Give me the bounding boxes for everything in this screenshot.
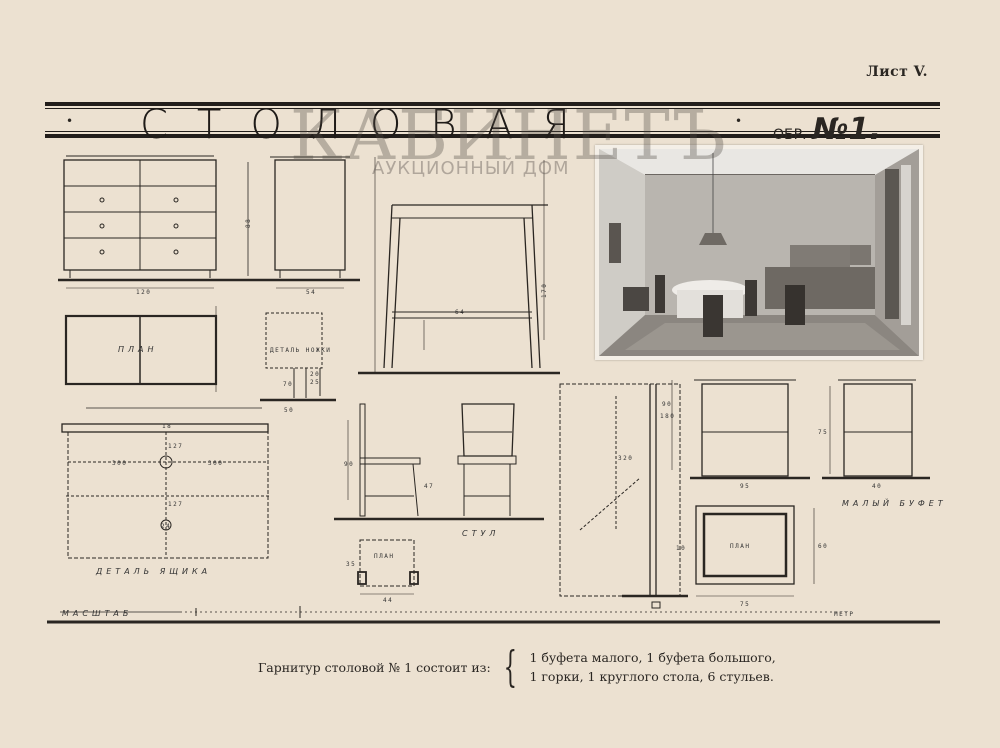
leg-detail: [260, 312, 336, 402]
dim-buffet-depth: 54: [306, 289, 316, 296]
dim-cabinet-width: 64: [455, 309, 465, 316]
watermark-sub: АУКЦИОННЫЙ ДОМ: [372, 158, 570, 179]
scale-label: МАСШТАБ: [62, 609, 132, 618]
title-row: • СТОЛОВАЯ • ОБР.№1.: [45, 102, 940, 148]
dim-tall-320: 320: [618, 455, 633, 462]
drawing-text: 120 88 54 170 64 ПЛАН ДЕТАЛЬ НОЖКИ 70 20…: [62, 218, 947, 618]
dim-small-40: 40: [872, 483, 882, 490]
buffet-front-elevation: [63, 155, 249, 278]
caption-brace: {: [503, 642, 517, 691]
watermark-main: КАБИНЕТЪ: [290, 97, 728, 176]
chair-plan: [357, 539, 419, 595]
title-dot-left: •: [66, 114, 74, 128]
dim-buffet-height: 88: [245, 218, 252, 228]
title-top-thin-rule: [45, 108, 940, 109]
caption-line-2: 1 горки, 1 круглого стола, 6 стульев.: [529, 669, 774, 684]
small-buffet-plan: [695, 505, 815, 597]
title-dot-right: •: [735, 114, 743, 128]
set-caption: Гарнитур столовой № 1 состоит из: { 1 бу…: [258, 646, 776, 688]
dim-drawer-18: 18: [162, 423, 172, 430]
title-bottom-rule: [45, 134, 940, 138]
title-top-rule: [45, 102, 940, 106]
dim-drawer-300a: 300: [112, 460, 127, 467]
dining-room-illustration: [599, 149, 919, 356]
dim-tall-90: 90: [662, 401, 672, 408]
drawer-detail: [61, 407, 270, 559]
dim-chair-90: 90: [344, 461, 354, 468]
small-buffet-side: [822, 379, 930, 480]
title-bottom-thin-rule: [45, 131, 940, 132]
drawer-detail-label: ДЕТАЛЬ ЯЩИКА: [95, 567, 211, 576]
dim-drawer-300b: 300: [208, 460, 223, 467]
chair-side-elevation: [347, 403, 421, 517]
buffet-plan-label: ПЛАН: [118, 345, 158, 354]
leg-detail-label: ДЕТАЛЬ НОЖКИ: [270, 347, 331, 354]
variant-label: ОБР.№1.: [773, 112, 881, 147]
scale-unit: МЕТР: [834, 611, 854, 618]
sheet-label: Лист V.: [866, 64, 928, 80]
chair-label: СТУЛ: [462, 529, 499, 538]
page-title: СТОЛОВАЯ: [140, 102, 599, 148]
dim-leg-70: 70: [283, 381, 293, 388]
tall-cabinet-elevation: [374, 157, 548, 372]
tall-narrow-cabinet: [559, 380, 688, 609]
dim-leg-20: 20: [310, 371, 320, 378]
buffet-plan: [64, 306, 218, 392]
dim-buffet-width: 120: [136, 289, 151, 296]
dim-chair-plan-35: 35: [346, 561, 356, 568]
dim-small-plan-75: 75: [740, 601, 750, 608]
dim-small-75: 75: [818, 429, 828, 436]
small-buffet-plan-label: ПЛАН: [730, 543, 750, 550]
caption-items: 1 буфета малого, 1 буфета большого, 1 го…: [529, 648, 775, 686]
caption-lead: Гарнитур столовой № 1 состоит из:: [258, 659, 491, 675]
dim-tall-180: 180: [660, 413, 675, 420]
dim-leg-25: 25: [310, 379, 320, 386]
scale-bar: [60, 606, 850, 618]
dim-drawer-24: 24: [161, 523, 171, 530]
dim-leg-50: 50: [284, 407, 294, 414]
dim-small-plan-60: 60: [818, 543, 828, 550]
buffet-side-elevation: [270, 156, 350, 278]
dim-small-95: 95: [740, 483, 750, 490]
small-buffet-front: [690, 379, 810, 480]
dim-chair-47: 47: [424, 483, 434, 490]
dim-drawer-127b: 127: [168, 501, 183, 508]
caption-line-1: 1 буфета малого, 1 буфета большого,: [529, 650, 776, 665]
small-buffet-label: МАЛЫЙ БУФЕТ: [842, 497, 947, 508]
chair-front-elevation: [457, 403, 517, 516]
dim-chair-plan-44: 44: [383, 597, 393, 604]
chair-plan-label: ПЛАН: [374, 553, 394, 560]
dim-cabinet-height: 170: [541, 283, 548, 298]
dining-room-photo: [595, 145, 923, 360]
dim-tall-10: 10: [676, 545, 686, 552]
dim-drawer-127a: 127: [168, 443, 183, 450]
